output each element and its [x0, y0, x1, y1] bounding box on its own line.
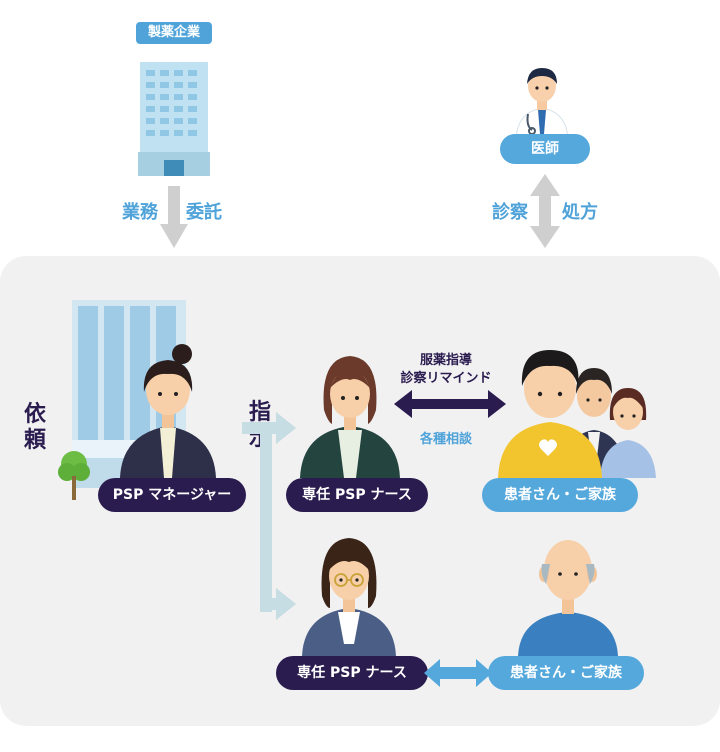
- psp-nurse-1-figure: [298, 350, 402, 478]
- label-irai: 依頼: [23, 402, 46, 453]
- doctor-icon: [512, 60, 572, 138]
- patient-family-figure: [496, 346, 666, 478]
- label-itaku: 委託: [186, 202, 222, 223]
- label-shinsatsu: 診察: [492, 202, 528, 223]
- label-shoho: 処方: [562, 202, 598, 223]
- label-gyomu: 業務: [122, 202, 158, 223]
- double-arrow-dark-icon: [394, 390, 506, 418]
- label-remind: 診察リマインド: [400, 371, 492, 386]
- patient-family-1-pill: 患者さん・ご家族: [482, 478, 638, 512]
- pharma-building-icon: [138, 60, 210, 176]
- psp-nurse-2-pill: 専任 PSP ナース: [276, 656, 428, 690]
- psp-manager-pill: PSP マネージャー: [98, 478, 246, 512]
- patient-elderly-figure: [516, 534, 620, 656]
- doctor-tag: 医師: [500, 134, 590, 164]
- label-fukuyaku: 服薬指導: [419, 353, 472, 368]
- tree-icon: [58, 448, 90, 500]
- psp-nurse-1-pill: 専任 PSP ナース: [286, 478, 428, 512]
- patient-family-2-pill: 患者さん・ご家族: [488, 656, 644, 690]
- pharma-company-tag: 製薬企業: [136, 22, 212, 44]
- down-arrow-icon: [160, 186, 188, 248]
- instruction-arrows-icon: [238, 412, 298, 622]
- double-arrow-blue-icon: [424, 656, 492, 690]
- psp-nurse-2-figure: [300, 534, 398, 656]
- psp-manager-figure: [116, 344, 220, 478]
- up-down-arrow-icon: [530, 174, 560, 248]
- label-soudan: 各種相談: [419, 432, 472, 447]
